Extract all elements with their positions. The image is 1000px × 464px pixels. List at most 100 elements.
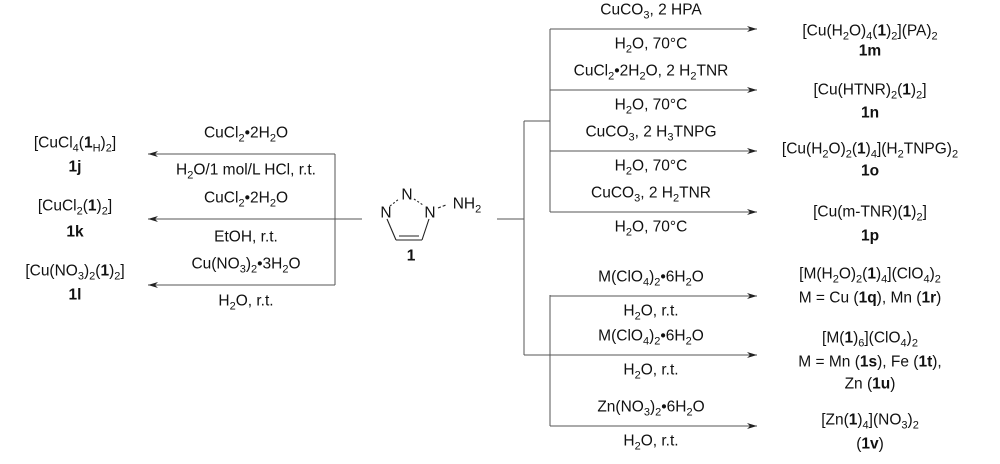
conditions-label: H2O, r.t. — [623, 432, 679, 453]
formula-segment: ) — [109, 262, 115, 280]
formula-segment: 2 — [856, 273, 863, 286]
formula-segment: O — [692, 398, 705, 416]
formula-segment: 1k — [66, 223, 84, 241]
formula-segment: 1l — [68, 286, 82, 304]
formula-segment: 3 — [643, 9, 650, 22]
bond-n3-c4 — [386, 218, 397, 241]
formula-segment: •6H — [661, 398, 687, 416]
bond-n1-nh2 — [437, 204, 447, 209]
formula-segment: H — [614, 157, 626, 175]
compound-label: M = Mn (1s), Fe (1t), — [798, 354, 941, 370]
formula-segment: [Cu(m-TNR)( — [813, 203, 903, 221]
formula-segment: O) — [848, 22, 867, 40]
formula-segment: •2H — [244, 189, 270, 207]
formula-segment: 4 — [870, 148, 877, 161]
formula-segment: EtOH, r.t. — [214, 228, 278, 246]
formula-segment: CuCO — [585, 123, 629, 141]
formula-segment: 2 — [897, 148, 904, 161]
formula-segment: O, r.t. — [640, 432, 679, 450]
conditions-label: H2O, r.t. — [623, 362, 678, 382]
formula-segment: ] — [111, 134, 117, 152]
formula-segment: •6H — [660, 268, 686, 286]
formula-segment: ] — [922, 81, 927, 99]
formula-segment: ), — [932, 353, 942, 371]
formula-segment: ) — [649, 398, 656, 416]
formula-segment: [M( — [822, 329, 845, 347]
formula-segment: 2 — [916, 211, 923, 224]
formula-segment: 2 — [250, 263, 258, 276]
formula-segment: 1v — [861, 435, 879, 453]
formula-segment: ) — [245, 255, 251, 273]
product-formula: [M(1)6](ClO4)2 — [822, 329, 918, 350]
formula-segment: CuCO — [591, 184, 635, 202]
formula-segment: 2 — [685, 335, 692, 348]
formula-segment: 1 — [100, 262, 110, 280]
formula-segment: [CuCl — [37, 197, 77, 215]
formula-segment: ] — [922, 203, 927, 221]
formula-segment: ) — [875, 265, 882, 283]
formula-segment: 2 — [916, 89, 923, 102]
formula-segment: O, 2 H — [645, 62, 691, 80]
formula-segment: ) — [878, 435, 884, 453]
formula-segment: 1r — [921, 289, 937, 307]
formula-segment: ) — [865, 140, 871, 158]
reagent-label: M(ClO4)2•6H2O — [598, 268, 704, 289]
formula-segment: 2 — [672, 192, 680, 205]
product-formula: [CuCl2(1)2] — [37, 197, 112, 218]
formula-segment: 2 — [238, 197, 245, 210]
bond-c5-n1 — [421, 218, 430, 241]
formula-segment: ] — [120, 262, 125, 280]
product-formula: [Cu(H2O)4(1)2](PA)2 — [802, 22, 937, 43]
formula-segment: ) — [906, 329, 912, 347]
formula-segment: ) — [910, 81, 917, 99]
formula-segment: 2 — [654, 335, 661, 348]
formula-segment: ( — [897, 81, 903, 99]
formula-segment: 2 — [269, 197, 276, 210]
formula-segment: ](ClO — [887, 265, 924, 283]
formula-segment: 2 — [911, 337, 918, 350]
compound-label: 1l — [69, 287, 82, 303]
bond-n3-n2 — [389, 198, 400, 207]
formula-segment: [Zn( — [821, 411, 849, 429]
formula-segment: 1 — [848, 411, 858, 429]
bond-n2-n1 — [413, 198, 424, 206]
formula-segment: 2 — [912, 419, 919, 432]
formula-segment: O — [691, 268, 704, 286]
formula-segment: •6H — [660, 327, 686, 345]
formula-segment: 1 — [844, 329, 854, 347]
formula-segment: M = Mn ( — [798, 353, 860, 371]
formula-segment: O — [288, 255, 301, 273]
conditions-label: H2O, 70°C — [615, 35, 688, 56]
conditions-label: H2O, r.t. — [218, 293, 273, 313]
formula-segment: M(ClO — [598, 268, 643, 286]
formula-segment: 4 — [642, 335, 650, 348]
formula-segment: ](NO — [868, 411, 902, 429]
formula-segment: 2 — [105, 142, 112, 155]
formula-segment: 2 — [639, 70, 646, 83]
product-formula: [Cu(HTNR)2(1)2] — [813, 81, 927, 102]
formula-segment: O/1 mol/L HCl, r.t. — [193, 161, 316, 179]
formula-segment: 2 — [625, 165, 633, 178]
formula-segment: O) — [828, 140, 846, 158]
formula-segment: 2 — [634, 440, 641, 453]
conditions-label: H2O/1 mol/L HCl, r.t. — [176, 161, 316, 182]
formula-segment: O, 70°C — [632, 35, 688, 53]
formula-segment: 4 — [72, 142, 79, 155]
formula-segment: H — [623, 302, 635, 320]
formula-segment: 1t — [918, 353, 933, 371]
formula-segment: , 2 H — [640, 184, 673, 202]
formula-segment: M = Cu ( — [798, 289, 859, 307]
formula-segment: CuCl — [203, 189, 239, 207]
formula-segment: 2 — [634, 310, 641, 323]
formula-segment: •2H — [244, 124, 270, 142]
formula-segment: [Cu(HTNR) — [813, 81, 891, 99]
formula-segment: ](PA) — [897, 22, 932, 40]
product-formula: [Cu(m-TNR)(1)2] — [813, 203, 927, 224]
formula-segment: [Cu(H — [802, 22, 843, 40]
formula-segment: 3 — [667, 131, 674, 144]
formula-segment: 2 — [625, 43, 633, 56]
formula-segment: ) — [649, 327, 655, 345]
compound-label: 1m — [859, 43, 881, 59]
formula-segment: H — [176, 161, 188, 179]
compound-label: Zn (1u) — [845, 376, 896, 392]
